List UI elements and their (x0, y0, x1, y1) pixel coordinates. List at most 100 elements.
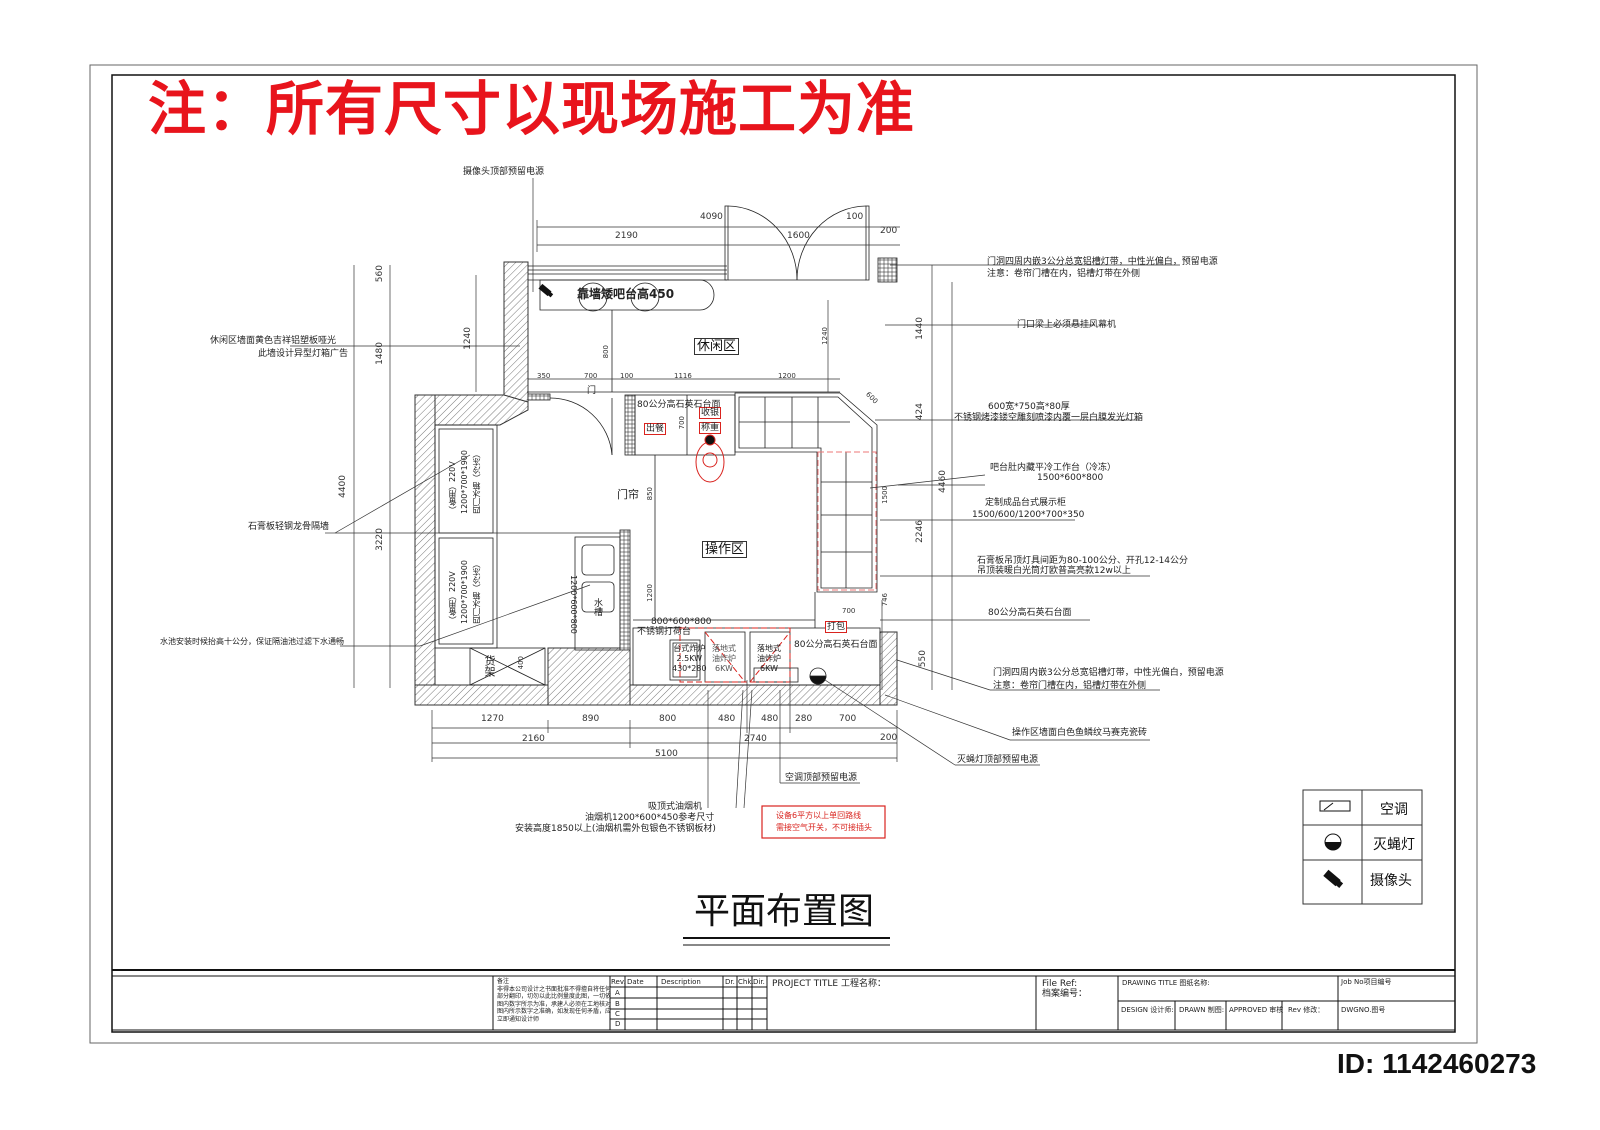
dim-left-d: 3220 (375, 528, 385, 551)
annotation-hood-3: 安装高度1850以上(油烟机需外包银色不锈钢板材) (515, 824, 716, 834)
dim-bottom-7: 700 (839, 714, 857, 724)
annotation-partition: 石膏板轻钢龙骨隔墙 (248, 522, 330, 532)
drawing-title-label: DRAWING TITLE 图纸名称: (1122, 979, 1210, 987)
legend-box (1302, 789, 1423, 905)
job-no-label: Job No项目编号 (1341, 978, 1392, 986)
fryer2-name: 油炸炉 (712, 654, 736, 663)
dim-bottom-6: 280 (795, 714, 813, 724)
power-warning-1: 设备6平方以上单回路线 (776, 811, 862, 820)
fryer1-size: 430*280 (672, 664, 707, 673)
dim-right-c: 4460 (938, 470, 948, 493)
notes-title: 备注 (497, 978, 510, 985)
rev-row-a: A (615, 989, 620, 997)
dim-inner-c: 350 (537, 372, 551, 380)
cashier-marker: 收银 (699, 407, 722, 419)
fryer1-power: 2.5KW (676, 654, 703, 663)
file-ref-label: File Ref: (1042, 979, 1078, 989)
dim-right-e: 550 (918, 650, 928, 668)
shelf-label: 货架 (483, 655, 496, 677)
annotation-sink-note: 水池安装时候抬高十公分，保证隔油池过滤下水通畅 (160, 637, 344, 646)
outer-frame (89, 64, 1478, 1044)
fryer1-name: 台式炸炉 (673, 644, 706, 653)
image-id: ID: 1142460273 (1337, 1048, 1537, 1079)
project-title-label: PROJECT TITLE 工程名称： (772, 979, 886, 989)
dim-left-c: 4400 (338, 475, 348, 498)
annotation-ac-power: 空调顶部预留电源 (785, 773, 858, 783)
dim-right-d: 2246 (915, 520, 925, 543)
pack-marker: 打包 (825, 621, 848, 633)
curtain-label: 门帘 (617, 488, 639, 501)
rev-row-d: D (615, 1020, 621, 1028)
rev-header-description: Description (661, 978, 701, 986)
fryer3-name: 油炸炉 (757, 654, 781, 663)
fly-lamp-icon (1324, 833, 1342, 851)
dwg-no-label: DWGNO.图号 (1341, 1006, 1386, 1014)
dim-inner-l: 400 (517, 656, 525, 670)
annotation-hood-2: 油烟机1200*600*450参考尺寸 (585, 813, 715, 823)
annotation-lightbox-desc: 不锈钢烤漆镂空雕刻喷漆内覆一层白膜发光灯箱 (954, 413, 1144, 423)
dim-top-total: 4090 (700, 212, 723, 222)
title-block-notes: 备注 非得本公司设计之书面批准不得擅自将任何 部分翻印，切勿以此比例量度此图，一… (497, 978, 611, 1023)
staff-figure (695, 434, 725, 483)
room-label-operation: 操作区 (702, 541, 748, 558)
dim-bottom-row2-c: 200 (880, 733, 898, 743)
fridge1-power: （备用）220V (448, 461, 457, 514)
fridge2-size: 1200*700*1900 (460, 560, 469, 624)
annotation-display: 定制成品台式展示柜 (985, 498, 1067, 508)
dim-inner-d: 700 (584, 372, 598, 380)
dim-top-small: 100 (846, 212, 864, 222)
serve-marker: 出餐 (644, 423, 667, 435)
walls (414, 261, 898, 706)
annotation-leisure-wall-1: 休闲区墙面黄色吉祥铝塑板哑光 (210, 336, 337, 346)
annotation-camera-power: 摄像头顶部预留电源 (463, 167, 545, 177)
dim-top-edge: 200 (880, 226, 898, 236)
prep-table-size: 800*600*800 (651, 617, 712, 627)
dim-inner-e: 100 (620, 372, 634, 380)
dim-bottom-1: 1270 (481, 714, 504, 724)
rev-header-dir: Dir. (753, 978, 765, 986)
annotation-bar-fridge-size: 1500*600*800 (1037, 473, 1104, 483)
annotation-door-light-2b: 注意：卷帘门槽在内，铝槽灯带在外侧 (993, 681, 1147, 691)
notes-line: 图内所示数字之准确，如发现任何矛盾，应 (497, 1008, 612, 1015)
dim-bottom-3: 800 (659, 714, 677, 724)
legend-label-fly-lamp: 灭蝇灯 (1373, 837, 1415, 853)
dim-bottom-row2-a: 2160 (522, 734, 545, 744)
rev-header-chk: Chk. (738, 978, 754, 986)
construction-note: 注：所有尺寸以现场施工为准 (148, 75, 916, 143)
dim-right-a: 1440 (915, 317, 925, 340)
dim-inner-j: 850 (646, 487, 654, 501)
notes-line: 立即通知设计师 (497, 1015, 540, 1023)
counter-top-label: 80公分高石英石台面 (637, 400, 721, 410)
camera-legend-icon (1323, 869, 1344, 889)
file-ref-cn-label: 档案编号： (1042, 989, 1088, 999)
dim-inner-o: 746 (881, 593, 889, 607)
dim-inner-f: 1116 (674, 372, 692, 380)
dim-inner-i: 700 (678, 416, 686, 430)
annotation-door-light-2: 门洞四周内嵌3公分总宽铝槽灯带，中性光偏白，预留电源 (993, 668, 1224, 678)
power-warning-box (761, 805, 886, 839)
dimension-lines (290, 178, 1180, 809)
dim-left-b: 1480 (375, 342, 385, 365)
drawn-label: DRAWN 制图: (1179, 1006, 1225, 1014)
dim-bottom-row2-b: 2740 (744, 734, 767, 744)
annotation-ceiling-2: 吊顶装暖白光筒灯欧普高亮款12w以上 (977, 566, 1131, 576)
inner-frame (111, 74, 1456, 1033)
fridge1-name: 四门冰箱（冷冻） (472, 450, 481, 514)
dim-bottom-5: 480 (761, 714, 779, 724)
dim-inner-k: 1200 (646, 584, 654, 602)
legend-label-camera: 摄像头 (1370, 873, 1412, 889)
annotation-ceiling-1: 石膏板吊顶灯具间距为80-100公分、开孔12-14公分 (977, 556, 1189, 566)
annotation-fly-lamp-power: 灭蝇灯顶部预留电源 (957, 755, 1039, 765)
door-label: 门 (587, 386, 597, 396)
fridge2-power: （备用）220V (448, 571, 457, 624)
fryer2-type: 落地式 (712, 644, 736, 653)
fryer3-power: 6KW (760, 664, 778, 673)
annotation-air-curtain: 门口梁上必须悬挂风幕机 (1017, 320, 1117, 330)
notes-line: 非得本公司设计之书面批准不得擅自将任何 (497, 985, 612, 993)
dim-inner-a: 800 (602, 345, 610, 359)
fridge1-size: 1200*700*1900 (460, 450, 469, 514)
dim-right-b: 424 (915, 403, 925, 421)
sink-label: 水槽 (592, 598, 602, 616)
rev-header-date: Date (627, 978, 644, 986)
